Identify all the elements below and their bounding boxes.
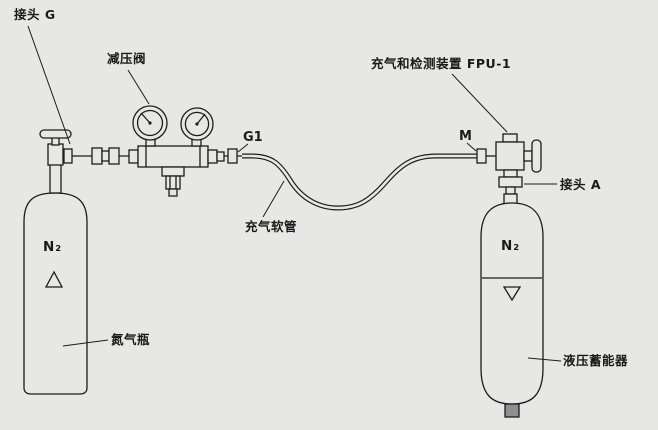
regulator-adjuster-flange [161,166,185,177]
regulator-adjuster-tip [168,188,178,197]
hydraulic-accumulator-group: N₂ [480,202,544,418]
leader-line-accumulator [527,357,562,362]
leader-line-valve [127,69,150,105]
gauge-needle [140,112,151,124]
accumulator-oil-port [504,403,520,418]
gauge-needle [196,113,206,125]
label-connector-g: 接头 G [14,7,56,22]
n2-label-right: N₂ [501,238,520,254]
pipe-fitting [128,149,139,164]
n2-label-left: N₂ [43,239,62,255]
pipe-fitting [91,147,103,165]
label-pressure-reducing-valve: 减压阀 [107,51,146,66]
regulator-body [137,145,209,168]
label-charging-hose: 充气软管 [245,219,297,234]
leader-line-bottle [62,339,109,347]
pipe-fitting [216,151,225,162]
connector-a-nut [498,176,523,188]
gauge-dial [136,109,164,137]
pipe-fitting [108,147,120,165]
triangle-down-symbol [502,286,522,302]
triangle-up-symbol [44,270,64,288]
gauge-pivot [195,122,199,126]
label-connector-a: 接头 A [560,177,601,192]
fpu1-device-group [486,133,542,205]
bottle-neck [49,163,62,194]
pipe-fitting [63,148,73,164]
charging-hose-inner [242,154,477,210]
outlet-pipe-group [207,148,244,164]
leader-line-hose [262,180,285,218]
fpu1-handwheel [531,139,542,173]
leader-line-connector-g [27,25,71,145]
gauge-pivot [148,121,152,125]
nitrogen-bottle-body [23,192,88,395]
label-hydraulic-accumulator: 液压蓄能器 [563,353,628,368]
leader-line-g1 [237,143,249,153]
pressure-reducing-valve-group [132,105,214,197]
label-charging-testing-device: 充气和检测装置 FPU-1 [371,56,511,71]
bottle-valve-handwheel [39,129,72,139]
regulator-adjuster-grip [165,175,181,190]
fpu1-body [495,141,525,171]
nitrogen-bottle-group: N₂ [23,129,88,395]
label-nitrogen-bottle: 氮气瓶 [111,332,150,347]
g1-fitting [227,148,238,164]
connector-a-fitting [503,169,518,178]
accumulator-body [480,202,544,405]
fpu1-valve-stem [523,150,533,162]
pipe-fitting [207,149,218,164]
left-pipe-group [63,147,139,165]
label-g1: G1 [243,130,263,145]
charging-hose-group [242,148,487,211]
leader-line-fpu1 [451,73,508,133]
fpu1-top-cap [502,133,518,143]
m-fitting [476,148,487,164]
label-m: M [459,129,472,144]
gauge-dial [184,111,210,137]
leader-line-m [466,142,477,152]
bottle-valve-body [47,143,64,166]
pipe-fitting [101,150,110,162]
connector-a-fitting [505,186,516,195]
